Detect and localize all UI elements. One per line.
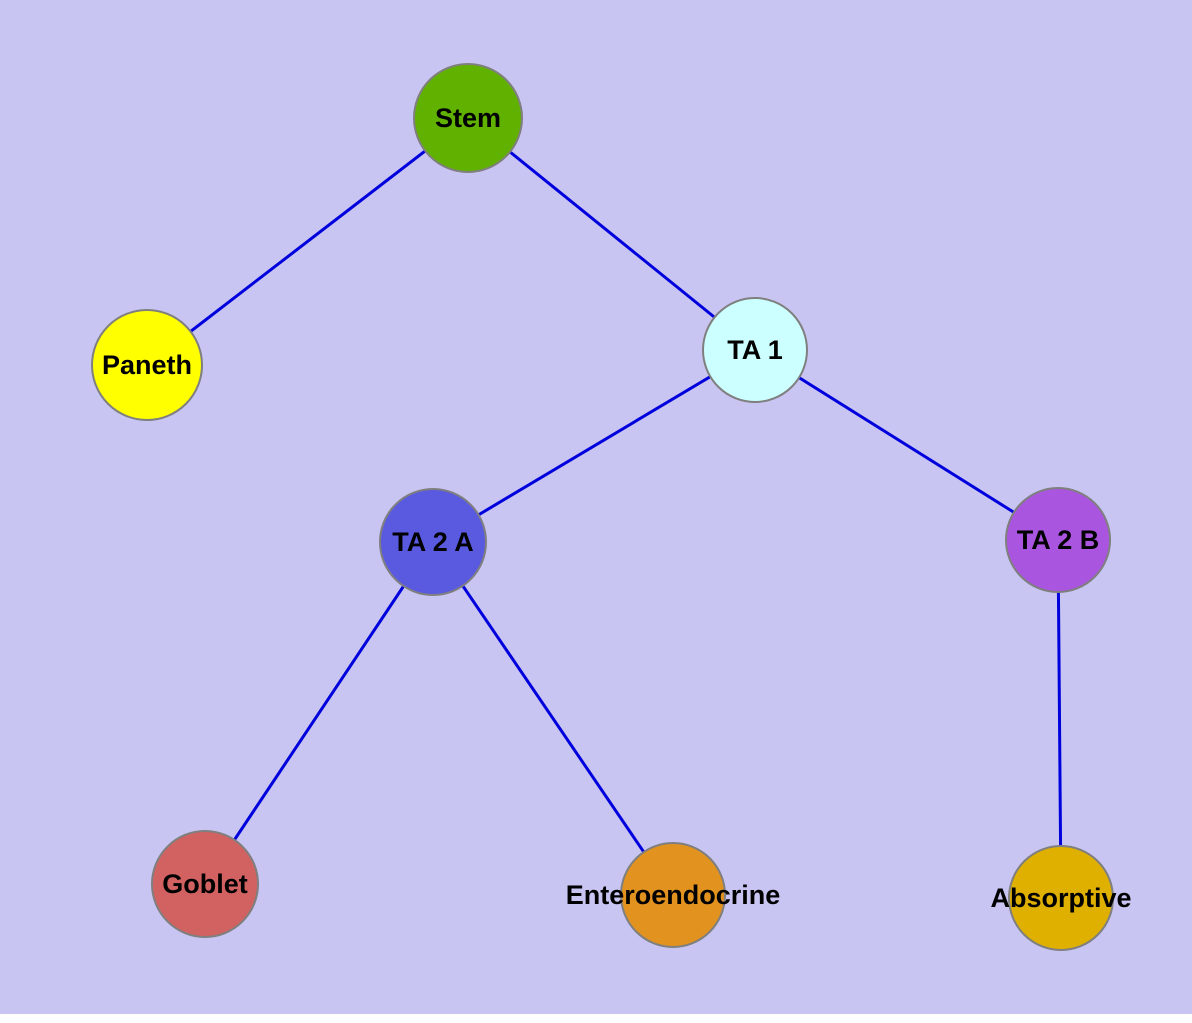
- edge-ta1-ta2b: [754, 348, 1059, 542]
- node-label-paneth: Paneth: [102, 350, 192, 380]
- node-circle-goblet[interactable]: [151, 830, 259, 938]
- node-absorptive[interactable]: Absorptive: [990, 845, 1132, 951]
- node-circle-ta1[interactable]: [702, 297, 808, 403]
- node-enteroendocrine[interactable]: Enteroendocrine: [566, 842, 781, 948]
- node-circle-absorptive[interactable]: [1008, 845, 1114, 951]
- node-ta2a[interactable]: TA 2 A: [379, 488, 487, 596]
- edge-ta2b-absorptive: [1056, 539, 1063, 899]
- node-circle-enteroendocrine[interactable]: [620, 842, 726, 948]
- node-label-ta1: TA 1: [727, 335, 783, 365]
- node-circle-stem[interactable]: [413, 63, 523, 173]
- node-stem[interactable]: Stem: [413, 63, 523, 173]
- node-label-absorptive: Absorptive: [990, 883, 1131, 913]
- edge-stem-ta1: [467, 116, 756, 352]
- node-label-enteroendocrine: Enteroendocrine: [566, 880, 781, 910]
- node-ta1[interactable]: TA 1: [702, 297, 808, 403]
- node-paneth[interactable]: Paneth: [91, 309, 203, 421]
- node-label-stem: Stem: [435, 103, 501, 133]
- node-label-ta2b: TA 2 B: [1017, 525, 1100, 555]
- edge-ta2a-enteroendocrine: [431, 541, 675, 896]
- node-label-goblet: Goblet: [162, 869, 248, 899]
- edge-ta1-ta2a: [432, 348, 756, 544]
- edge-ta2a-goblet: [203, 541, 435, 885]
- node-circle-ta2b[interactable]: [1005, 487, 1111, 593]
- node-circle-paneth[interactable]: [91, 309, 203, 421]
- node-ta2b[interactable]: TA 2 B: [1005, 487, 1111, 593]
- node-label-ta2a: TA 2 A: [392, 527, 474, 557]
- node-goblet[interactable]: Goblet: [151, 830, 259, 938]
- edge-stem-paneth: [146, 116, 469, 367]
- node-circle-ta2a[interactable]: [379, 488, 487, 596]
